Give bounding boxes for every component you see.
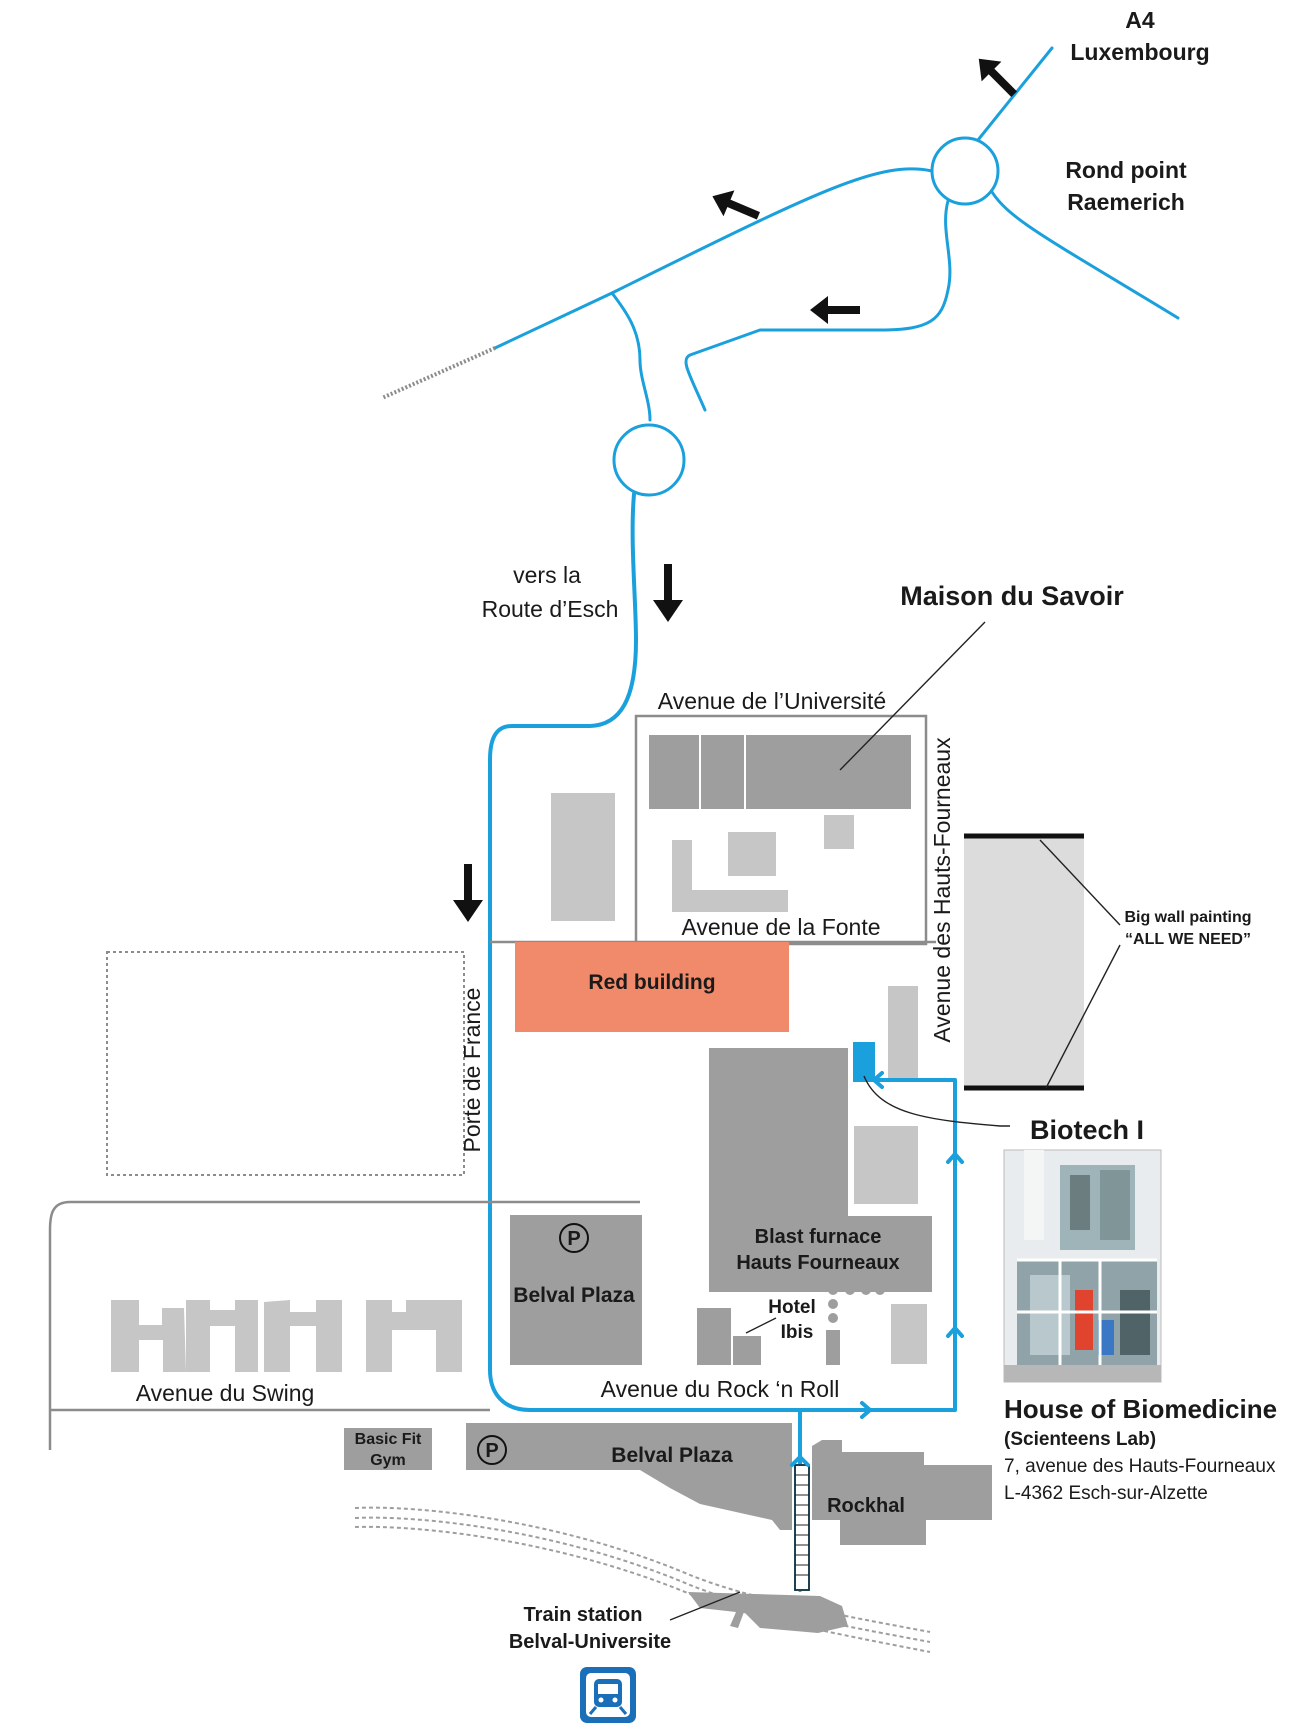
label-hotel: Hotel (768, 1297, 816, 1318)
parking-icon: P (559, 1223, 589, 1253)
railway (354, 1506, 931, 1653)
direction-arrow-icon (978, 58, 1017, 97)
label-avenue-fonte: Avenue de la Fonte (681, 914, 880, 940)
label-porte-de-france: Porte de France (459, 988, 485, 1153)
train-station-building (688, 1592, 848, 1633)
label-gym: Gym (370, 1452, 406, 1469)
label-avenue-rock: Avenue du Rock ‘n Roll (601, 1376, 840, 1402)
a4-motorway (976, 46, 1054, 142)
wall-painting-building (964, 836, 1084, 1088)
label-biotech: Biotech I (1030, 1115, 1144, 1145)
direction-arrows (453, 58, 1017, 922)
housing-blocks (111, 1300, 462, 1372)
label-belval-plaza-upper: Belval Plaza (513, 1284, 635, 1307)
leader-lines (669, 621, 1121, 1621)
address-city: L-4362 Esch-sur-Alzette (1004, 1483, 1208, 1504)
label-raemerich: Raemerich (1067, 189, 1185, 215)
roundabout-raemerich (930, 136, 1000, 206)
belval-plaza-upper (510, 1215, 642, 1365)
route-chevrons (790, 1071, 964, 1467)
label-blast-furnace: Blast furnace (755, 1226, 882, 1248)
label-a4: A4 (1125, 7, 1155, 33)
label-avenue-hauts-fourneaux: Avenue des Hauts-Fourneaux (929, 737, 955, 1043)
direction-arrow-icon (653, 564, 683, 622)
train-icon (580, 1667, 636, 1723)
biotech-building (853, 1042, 875, 1082)
maison-du-savoir-building (649, 735, 911, 809)
label-rond-point: Rond point (1065, 157, 1187, 183)
parking-label: P (485, 1440, 498, 1462)
label-luxembourg: Luxembourg (1070, 39, 1209, 65)
parking-label: P (567, 1228, 580, 1250)
label-ibis: Ibis (781, 1322, 814, 1343)
road-west-main (493, 167, 934, 350)
house-of-biomedicine-photo (1003, 1149, 1162, 1383)
access-route (488, 492, 957, 1412)
blast-furnace (709, 1048, 932, 1292)
direction-arrow-icon (453, 864, 483, 922)
roundabout-south (612, 423, 686, 497)
labels: A4 Luxembourg Rond point Raemerich vers … (136, 7, 1277, 1653)
road-dotted-extension (381, 346, 496, 400)
label-route-desch: Route d’Esch (482, 596, 619, 622)
address-street: 7, avenue des Hauts-Fourneaux (1004, 1456, 1276, 1477)
road-loop-west (610, 291, 652, 422)
direction-arrow-icon (810, 296, 860, 324)
label-hauts-fourneaux: Hauts Fourneaux (736, 1252, 899, 1274)
label-belval-plaza-lower: Belval Plaza (611, 1444, 733, 1467)
label-train-station: Train station (524, 1604, 643, 1626)
red-building (515, 942, 789, 1032)
label-avenue-swing: Avenue du Swing (136, 1380, 315, 1406)
label-big-wall-painting: Big wall painting (1124, 909, 1251, 926)
address-name: House of Biomedicine (1004, 1394, 1277, 1424)
road-east-branch (990, 190, 1180, 320)
belval-plaza-lower (466, 1423, 792, 1530)
parking-icon: P (477, 1435, 507, 1465)
label-basic-fit: Basic Fit (355, 1431, 422, 1448)
label-maison-du-savoir: Maison du Savoir (900, 581, 1124, 611)
label-belval-universite: Belval-Universite (509, 1631, 671, 1653)
label-avenue-universite: Avenue de l’Université (658, 688, 886, 714)
address-subtitle: (Scienteens Lab) (1004, 1429, 1156, 1450)
pedestrian-bridge (794, 1464, 810, 1591)
label-all-we-need: “ALL WE NEED” (1125, 931, 1251, 948)
label-vers-la: vers la (513, 562, 581, 588)
basic-fit-gym (344, 1428, 432, 1470)
buildings (111, 735, 1084, 1633)
direction-arrow-icon (712, 190, 760, 220)
label-rockhal: Rockhal (827, 1495, 905, 1517)
label-red-building: Red building (588, 971, 715, 994)
rockhal-building (812, 1440, 992, 1545)
road-loop-east (684, 199, 952, 412)
